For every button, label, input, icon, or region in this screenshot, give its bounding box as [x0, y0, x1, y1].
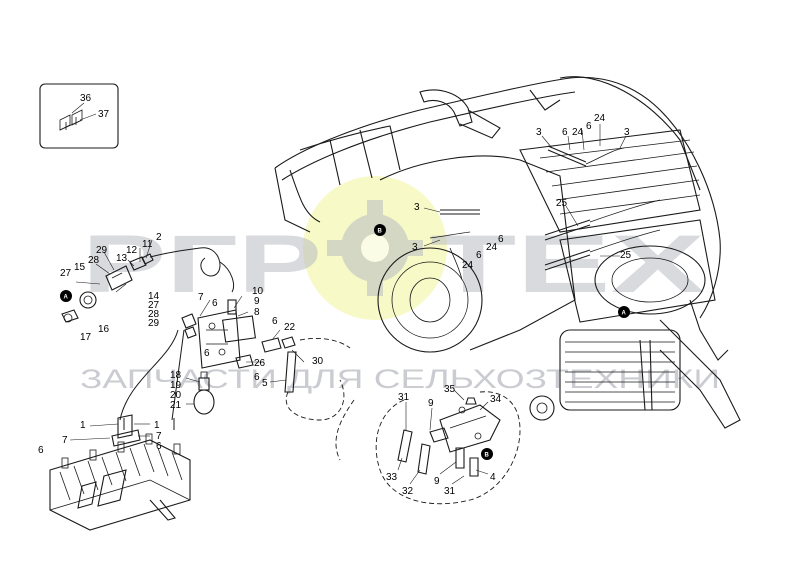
inset-callout-37: 37	[98, 109, 110, 120]
callout-28: 28	[88, 255, 100, 266]
callout-7: 7	[156, 431, 162, 442]
callout-26: 26	[254, 358, 266, 369]
callout-2: 2	[156, 232, 162, 243]
callout-27: 27	[148, 300, 160, 311]
callout-31: 31	[398, 392, 410, 403]
callout-3: 3	[624, 127, 630, 138]
callout-24: 24	[462, 260, 474, 271]
callout-labels: 3 6 24 6 24 3 25 25 3 3 6 24 6 24 2 11 1…	[38, 113, 632, 497]
callout-3: 3	[414, 202, 420, 213]
left-components	[61, 247, 351, 430]
ref-marker-a-1: A	[60, 290, 72, 302]
callout-6: 6	[272, 316, 278, 327]
callout-6: 6	[498, 234, 504, 245]
callout-24: 24	[572, 127, 584, 138]
callout-11: 11	[142, 239, 153, 250]
callout-6: 6	[156, 441, 162, 452]
callout-29: 29	[96, 245, 108, 256]
callout-31: 31	[444, 486, 456, 497]
ref-marker-a-2: A	[618, 306, 630, 318]
control-valve-bank	[49, 414, 191, 531]
callout-8: 8	[254, 307, 260, 318]
callout-29: 29	[148, 318, 160, 329]
callout-32: 32	[402, 486, 414, 497]
callout-30: 30	[312, 356, 324, 367]
callout-25: 25	[620, 250, 632, 261]
callout-1: 1	[80, 420, 86, 431]
callout-9: 9	[434, 476, 440, 487]
callout-33: 33	[386, 472, 398, 483]
callout-17: 17	[80, 332, 92, 343]
callout-9: 9	[254, 296, 260, 307]
callout-27: 27	[60, 268, 72, 279]
valve-lever-icons	[61, 433, 181, 469]
callout-16: 16	[98, 324, 110, 335]
svg-text:B: B	[378, 229, 383, 235]
inset-callout-36: 36	[80, 93, 92, 104]
watermark-brand: РГР	[82, 219, 322, 310]
callout-24: 24	[594, 113, 606, 124]
callout-25: 25	[556, 198, 568, 209]
callout-24: 24	[486, 242, 498, 253]
callout-6: 6	[254, 372, 260, 383]
callout-34: 34	[490, 394, 502, 405]
callout-35: 35	[444, 384, 456, 395]
watermark: РГР ТЕХ ЗАПЧАСТИ ДЛЯ СЕЛЬХОЗТЕХНИКИ	[80, 176, 720, 394]
callout-6: 6	[38, 445, 44, 456]
callout-7: 7	[198, 292, 204, 303]
bracket-assembly	[335, 391, 521, 505]
callout-22: 22	[284, 322, 296, 333]
machine-hoses	[429, 145, 661, 281]
callout-4: 4	[490, 472, 496, 483]
callout-10: 10	[252, 286, 264, 297]
callout-1: 1	[154, 420, 160, 431]
callout-6: 6	[586, 121, 592, 132]
inset-detail-box: 36 37	[39, 83, 119, 149]
callout-13: 13	[116, 253, 128, 264]
svg-text:A: A	[622, 311, 627, 317]
callout-7: 7	[62, 435, 68, 446]
callout-3: 3	[412, 242, 418, 253]
callout-28: 28	[148, 309, 160, 320]
callout-6: 6	[476, 250, 482, 261]
svg-text:B: B	[485, 453, 490, 459]
callout-18: 18	[170, 370, 182, 381]
watermark-tagline: ЗАПЧАСТИ ДЛЯ СЕЛЬХОЗТЕХНИКИ	[80, 364, 720, 394]
callout-14: 14	[148, 291, 160, 302]
callout-6: 6	[562, 127, 568, 138]
callout-6: 6	[204, 348, 210, 359]
callout-12: 12	[126, 245, 138, 256]
ref-marker-b-1: B	[374, 224, 386, 236]
callout-21: 21	[170, 400, 182, 411]
callout-5: 5	[262, 378, 268, 389]
bracket-clip-icon	[59, 109, 83, 131]
callout-6: 6	[212, 298, 218, 309]
baler-machine-outline	[274, 76, 741, 429]
callout-15: 15	[74, 262, 86, 273]
leader-lines	[69, 124, 627, 485]
callout-20: 20	[170, 390, 182, 401]
callout-9: 9	[428, 398, 434, 409]
svg-text:A: A	[64, 295, 69, 301]
ref-marker-b-2: B	[481, 448, 493, 460]
callout-3: 3	[536, 127, 542, 138]
callout-19: 19	[170, 380, 182, 391]
